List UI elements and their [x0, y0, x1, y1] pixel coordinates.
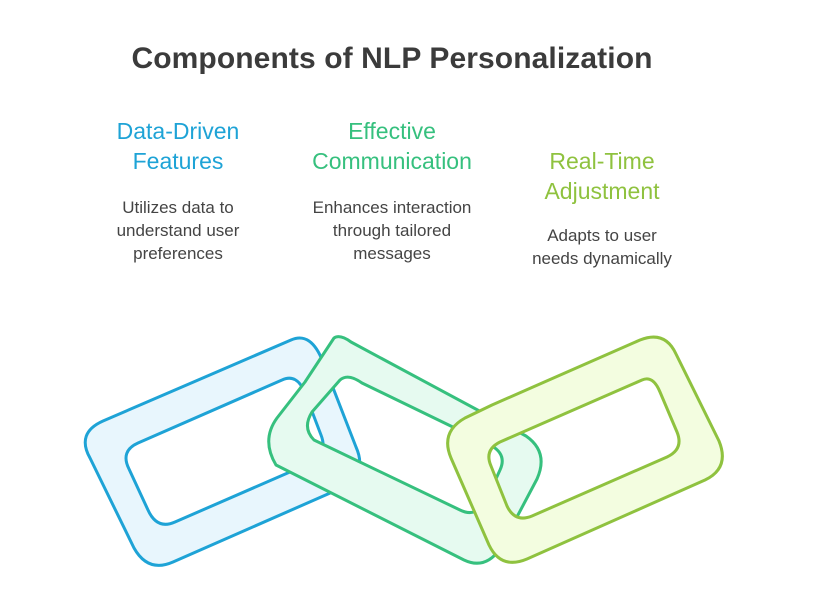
component-data-driven-features: Data-Driven Features Utilizes data to un… — [68, 116, 288, 265]
component-description-line: preferences — [133, 244, 223, 263]
diagram-title: Components of NLP Personalization — [131, 42, 653, 75]
component-description: Adapts to user needs dynamically — [492, 224, 712, 270]
component-description-line: needs dynamically — [532, 249, 672, 268]
component-description-line: through tailored — [332, 221, 452, 240]
component-heading-line: Real-Time — [549, 148, 655, 174]
component-heading-line: Features — [132, 148, 224, 174]
component-heading-line: Effective — [348, 118, 436, 144]
component-description-line: Enhances interaction — [312, 198, 472, 217]
component-description-line: messages — [353, 244, 431, 263]
component-real-time-adjustment: Real-Time Adjustment Adapts to user need… — [492, 146, 712, 270]
component-effective-communication: Effective Communication Enhances interac… — [282, 116, 502, 265]
component-description-line: understand user — [116, 221, 240, 240]
chain-link-lime — [446, 335, 724, 564]
component-description: Utilizes data to understand user prefere… — [68, 196, 288, 265]
component-description: Enhances interaction through tailored me… — [282, 196, 502, 265]
component-heading: Data-Driven Features — [68, 116, 288, 176]
component-description-line: Adapts to user — [547, 226, 657, 245]
component-heading-line: Data-Driven — [116, 118, 240, 144]
component-heading: Effective Communication — [282, 116, 502, 176]
component-heading-line: Adjustment — [544, 178, 660, 204]
component-heading-line: Communication — [312, 148, 472, 174]
component-heading: Real-Time Adjustment — [492, 146, 712, 206]
component-description-line: Utilizes data to — [122, 198, 234, 217]
